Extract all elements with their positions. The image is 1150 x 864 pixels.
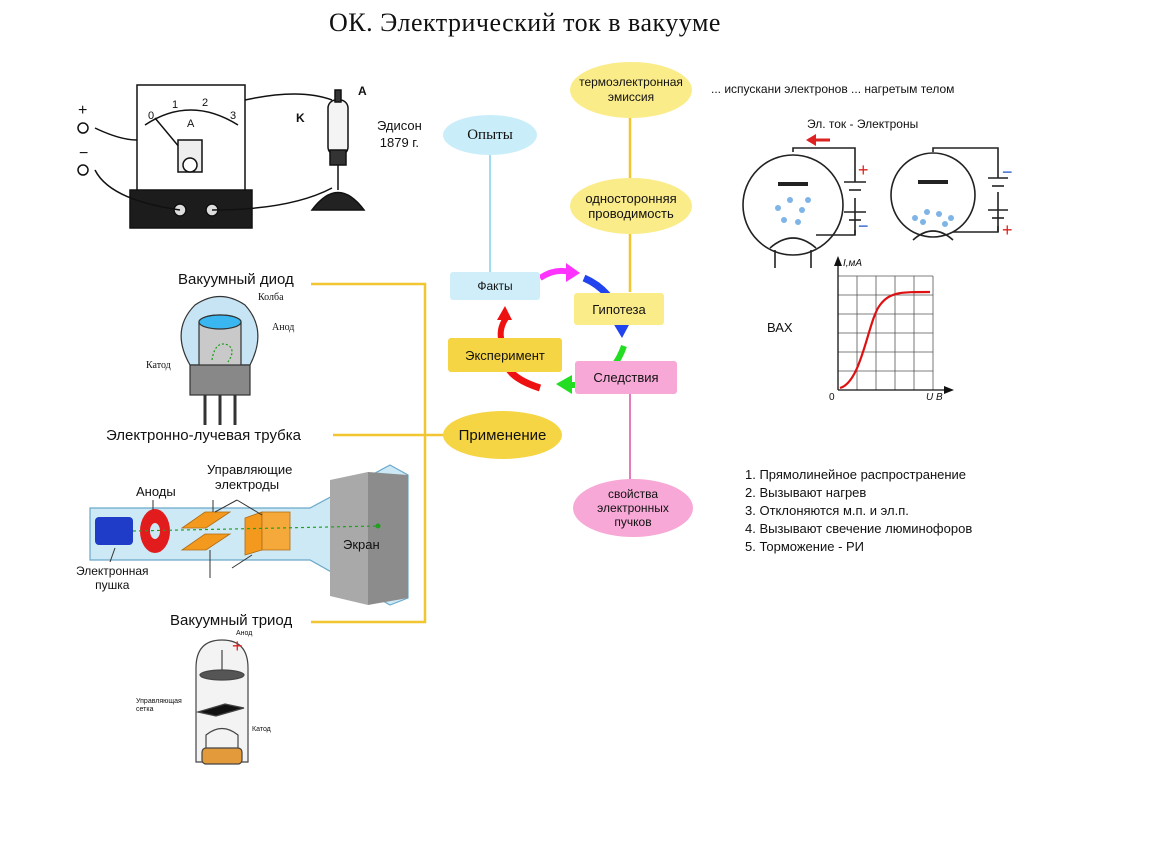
beam-props-line-1: свойства bbox=[607, 487, 659, 501]
triode-anode-label: Анод bbox=[236, 630, 253, 637]
thermo-emission-line-2: эмиссия bbox=[607, 90, 655, 104]
hypothesis-node[interactable]: Гипотеза bbox=[574, 293, 664, 325]
application-node[interactable]: Применение bbox=[443, 411, 562, 459]
thermo-emission-line-1: термоэлектронная bbox=[579, 75, 683, 89]
vacuum-diode-title: Вакуумный диод bbox=[178, 271, 294, 288]
one-way-line-2: проводимость bbox=[588, 206, 674, 221]
facts-node[interactable]: Факты bbox=[450, 272, 540, 300]
property-item: 3. Отклоняются м.п. и эл.п. bbox=[745, 503, 909, 518]
diode-tubes-illustration bbox=[742, 147, 1008, 268]
thermo-definition: ... испускани электронов ... нагретым те… bbox=[711, 82, 955, 96]
meter-scale-0: 0 bbox=[148, 110, 155, 122]
meter-plus-label: + bbox=[78, 102, 88, 119]
vacuum-diode-illustration bbox=[180, 295, 259, 425]
meter-unit: A bbox=[187, 118, 195, 130]
vax-y-axis-label: I,мA bbox=[843, 258, 863, 269]
beam-properties-list: 1. Прямолинейное распространение 2. Вызы… bbox=[745, 466, 972, 556]
vax-origin-label: 0 bbox=[829, 392, 835, 403]
electron-dots bbox=[775, 197, 954, 227]
beam-props-line-2: электронных bbox=[597, 501, 669, 515]
crt-gun-label: Электронная пушка bbox=[76, 564, 149, 592]
current-label: Эл. ток - Электроны bbox=[807, 117, 919, 131]
diode-anode-label: Анод bbox=[272, 322, 295, 333]
vax-graph bbox=[834, 256, 954, 394]
beam-props-line-3: пучков bbox=[614, 515, 652, 529]
svg-text:+: + bbox=[858, 160, 869, 180]
vax-label: ВАХ bbox=[767, 320, 793, 335]
meter-scale-1: 1 bbox=[172, 99, 179, 111]
svg-text:+: + bbox=[1002, 220, 1013, 240]
diode-bulb-label: Колба bbox=[258, 292, 284, 303]
edison-label: Эдисон 1879 г. bbox=[377, 118, 422, 150]
page-title: ОК. Электрический ток в вакууме bbox=[329, 8, 721, 37]
triode-plus-mark: + bbox=[232, 636, 243, 656]
crt-title: Электронно-лучевая трубка bbox=[106, 427, 301, 444]
tube-anode-letter: A bbox=[358, 84, 367, 98]
experiment-node[interactable]: Эксперимент bbox=[448, 338, 562, 372]
svg-text:−: − bbox=[1002, 162, 1013, 182]
svg-text:−: − bbox=[858, 216, 869, 236]
crt-anodes-label: Аноды bbox=[136, 484, 176, 499]
tube-cathode-letter: K bbox=[296, 111, 305, 125]
diode-cathode-label: Катод bbox=[146, 360, 171, 371]
application-connectors bbox=[311, 282, 445, 624]
property-item: 2. Вызывают нагрев bbox=[745, 485, 867, 500]
vacuum-triode-title: Вакуумный триод bbox=[170, 612, 293, 629]
crt-control-label: Управляющие электроды bbox=[207, 462, 293, 492]
property-item: 1. Прямолинейное распространение bbox=[745, 467, 967, 482]
meter-minus-label: − bbox=[79, 145, 89, 162]
crt-screen-label: Экран bbox=[343, 537, 380, 552]
property-item: 5. Торможение - РИ bbox=[745, 539, 865, 554]
meter-scale-3: 3 bbox=[230, 110, 237, 122]
consequences-node[interactable]: Следствия bbox=[575, 361, 677, 394]
one-way-line-1: односторонняя bbox=[585, 191, 677, 206]
crt-illustration bbox=[89, 464, 409, 606]
property-item: 4. Вызывают свечение люминофоров bbox=[745, 521, 973, 536]
vax-x-axis-label: U В bbox=[926, 392, 943, 403]
triode-cathode-label: Катод bbox=[252, 726, 271, 733]
experiments-node[interactable]: Опыты bbox=[443, 115, 537, 155]
triode-grid-label: Управляющая сетка bbox=[136, 698, 182, 713]
edison-setup-illustration bbox=[77, 84, 366, 229]
polarity-marks: + − − + bbox=[806, 134, 1013, 240]
meter-scale-2: 2 bbox=[202, 97, 209, 109]
vacuum-triode-illustration bbox=[195, 639, 249, 765]
